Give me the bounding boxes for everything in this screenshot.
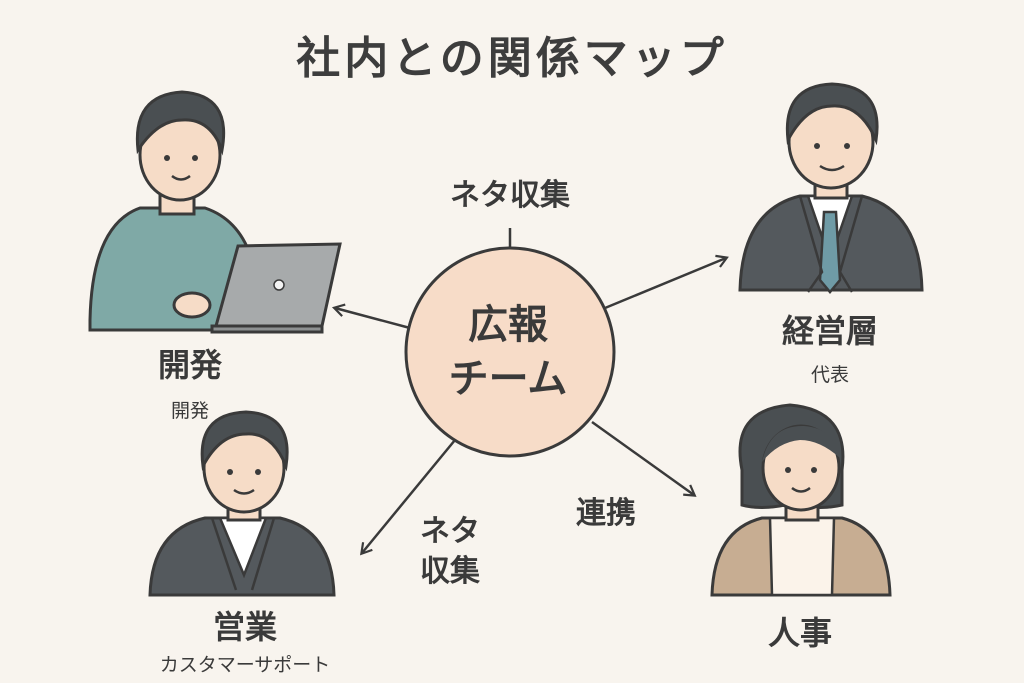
node-dev-label: 開発 [157, 346, 222, 384]
link-label-bottom-right: 連携 [576, 496, 636, 531]
link-label-bottom-left-line1: ネタ [420, 514, 480, 549]
node-hr-label: 人事 [767, 614, 832, 652]
dev-person-illustration [88, 90, 342, 334]
arrow-to-sales [360, 439, 456, 556]
node-exec-label: 経営層 [781, 312, 878, 350]
link-label-bottom-left: ネタ 収集 [400, 512, 500, 592]
center-node-label: 広報 チーム [408, 298, 608, 406]
arrow-to-dev [331, 303, 411, 330]
link-label-top: ネタ収集 [450, 178, 570, 213]
arrow-to-exec [604, 254, 729, 310]
arrow-to-hr [591, 420, 697, 497]
node-sales-sub: カスタマーサポート [159, 654, 331, 676]
node-dev-sub: 開発 [170, 400, 209, 422]
center-label-line1: 広報 [468, 302, 548, 348]
hr-person-illustration [710, 403, 892, 597]
center-circle [404, 246, 616, 458]
diagram-title: 社内との関係マップ [296, 33, 728, 84]
node-exec-sub: 代表 [810, 364, 849, 386]
link-label-bottom-left-line2: 収集 [420, 554, 480, 589]
center-label-line2: チーム [448, 356, 568, 402]
exec-person-illustration [738, 82, 924, 294]
node-sales-label: 営業 [212, 608, 277, 646]
sales-person-illustration [148, 410, 336, 597]
